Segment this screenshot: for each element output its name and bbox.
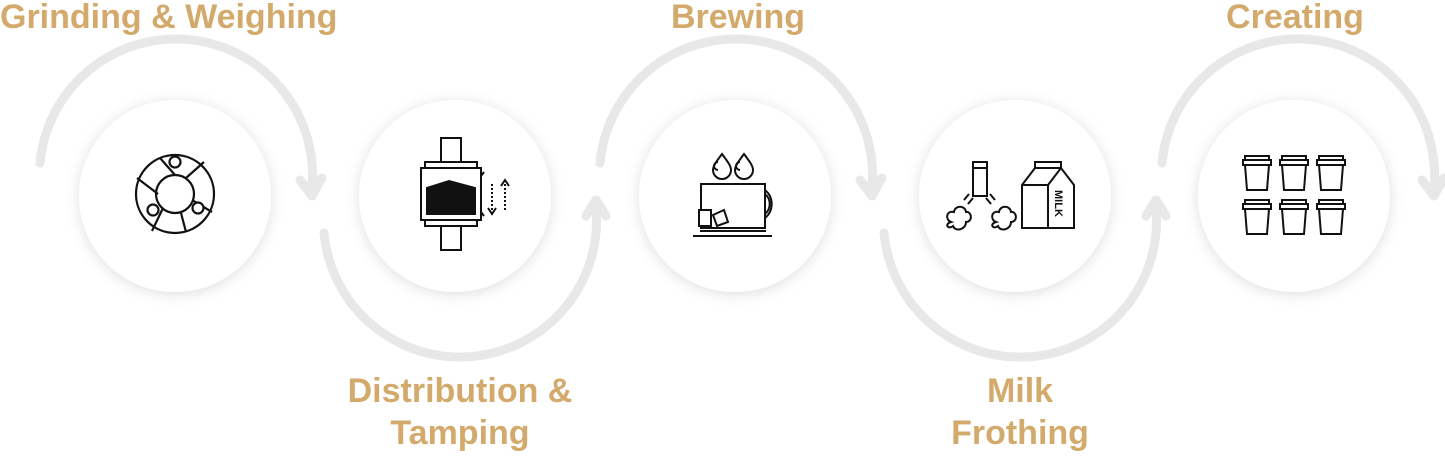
step-label-creating: Creating — [1175, 0, 1415, 38]
step-circle-brewing — [639, 100, 831, 292]
step-label-line: Tamping — [390, 414, 530, 452]
step-circle-frothing — [919, 100, 1111, 292]
flow-arrows — [35, 34, 1445, 362]
cup — [1316, 155, 1346, 191]
cups-icon — [1242, 155, 1346, 235]
step-circles — [79, 100, 1390, 292]
arrow-arc-bottom-4 — [879, 195, 1171, 362]
cup — [1279, 199, 1309, 235]
arrow-arc-top-1 — [35, 34, 327, 201]
arrow-arc-top-3 — [595, 34, 887, 201]
arrow-arc-top-5 — [1157, 34, 1445, 201]
step-label-line: Grinding & Weighing — [0, 0, 338, 36]
step-circle-creating — [1198, 100, 1390, 292]
cup — [1242, 199, 1272, 235]
coffee-cup-icon — [693, 152, 773, 237]
tamper-icon — [420, 137, 510, 251]
cup — [1242, 155, 1272, 191]
milk-carton-label: MILK — [1052, 190, 1064, 217]
step-label-grinding: Grinding & Weighing — [0, 0, 337, 38]
cup — [1316, 199, 1346, 235]
step-label-brewing: Brewing — [618, 0, 858, 38]
step-label-line: Creating — [1226, 0, 1364, 36]
step-label-line: Frothing — [951, 414, 1089, 452]
step-label-distribution: Distribution & Tamping — [320, 370, 600, 454]
cup — [1279, 155, 1309, 191]
grinder-icon — [134, 153, 216, 235]
step-label-line: Distribution & — [347, 372, 573, 410]
milk-frothing-icon — [946, 161, 1075, 231]
step-label-line: Milk — [986, 372, 1054, 410]
arrow-arc-bottom-2 — [319, 195, 611, 362]
step-label-line: Brewing — [670, 0, 806, 36]
